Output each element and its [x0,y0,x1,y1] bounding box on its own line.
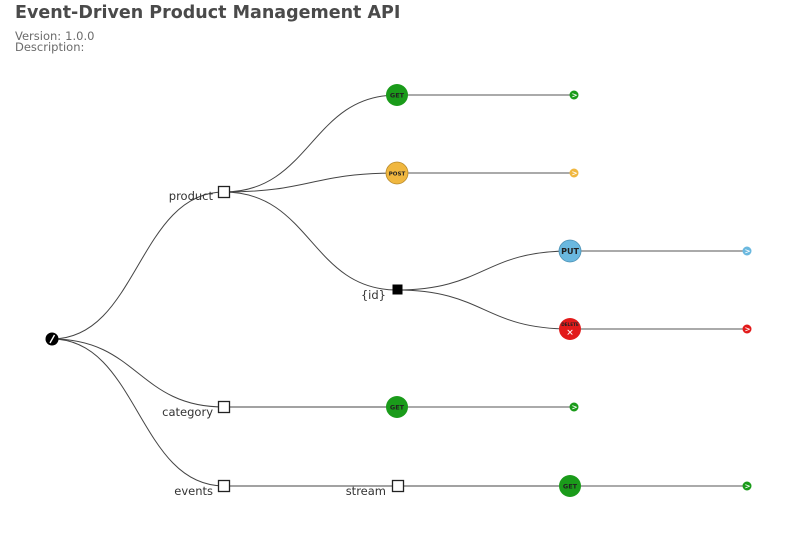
version-label: Version: [15,29,62,43]
method-product-post-label: POST [389,172,406,178]
method-stream-get-circle [559,475,581,497]
root-slash-mark [49,334,56,344]
expand-product-post[interactable]: > [569,168,579,178]
method-category-get-label: GET [390,404,405,412]
method-node-stream-get[interactable]: GET [559,475,581,497]
version-line: Version:1.0.0 [15,29,400,43]
expand-id-delete[interactable]: > [742,324,752,334]
expand-arrow-glyph: > [745,248,751,256]
expand-product-get[interactable]: > [569,90,579,100]
expand-id-put[interactable]: > [742,246,752,256]
expand-arrow-icon [742,324,752,334]
api-title: Event-Driven Product Management API [15,3,401,23]
delete-x-icon: ✕ [566,329,574,339]
expand-arrow-glyph: > [572,170,578,178]
path-node-product[interactable]: product [169,185,231,204]
method-product-post-circle [385,161,409,185]
straight-edges [224,406,570,487]
method-node-id-put[interactable]: PUT [558,239,582,263]
method-product-get-circle [386,84,408,106]
expand-arrow-glyph: > [745,483,751,491]
path-node-category[interactable]: category [162,400,231,420]
method-node-category-get[interactable]: GET [386,396,408,418]
method-id-delete-circle [559,318,581,340]
expand-category-get[interactable]: > [569,402,579,412]
expand-arrow-icon [742,481,752,491]
expand-arrow-icon [569,168,579,178]
path-node-events-box [217,479,231,493]
method-stream-get-label: GET [563,483,578,491]
edge-id-put [396,250,571,291]
expand-arrow-glyph: > [572,92,578,100]
edge-root-product [51,191,225,340]
edge-root-category [51,338,225,408]
path-node-stream[interactable]: stream [346,479,405,499]
root-edges [51,191,225,487]
expand-arrow-icon [569,90,579,100]
edge-root-events [51,338,225,487]
expand-arrow-icon [569,402,579,412]
method-id-delete-label: DELETE [561,322,579,327]
path-node-stream-box [391,479,405,493]
method-id-put-circle [558,239,582,263]
description-line: Description: [15,40,400,54]
description-label: Description: [15,40,85,54]
leaf-edges [397,94,747,487]
edge-product-post [223,172,398,193]
product-edges [223,94,571,330]
path-label-product: product [169,189,214,203]
method-product-get-label: GET [390,92,405,100]
expand-stream-get[interactable]: > [742,481,752,491]
expand-arrow-glyph: > [572,404,578,412]
method-node-product-post[interactable]: POST [385,161,409,185]
expand-arrow-glyph: > [745,326,751,334]
edge-id-delete [396,289,571,330]
version-value: 1.0.0 [65,29,95,43]
path-label-id: {id} [361,288,386,302]
path-node-events[interactable]: events [174,479,231,499]
path-node-id-box [392,284,403,295]
method-node-product-get[interactable]: GET [386,84,408,106]
edge-product-get [223,94,398,193]
path-label-events: events [174,484,213,498]
path-node-id[interactable]: {id} [361,284,403,303]
method-id-put-label: PUT [561,247,579,256]
path-node-category-box [217,400,231,414]
edge-product-id [223,191,398,291]
api-header: Event-Driven Product Management API Vers… [15,2,400,53]
expand-arrow-icon [742,246,752,256]
path-label-stream: stream [346,484,386,498]
root-node[interactable] [45,332,59,346]
method-node-id-delete[interactable]: DELETE ✕ [559,318,581,340]
path-label-category: category [162,405,213,419]
path-node-product-box [217,185,231,199]
method-category-get-circle [386,396,408,418]
